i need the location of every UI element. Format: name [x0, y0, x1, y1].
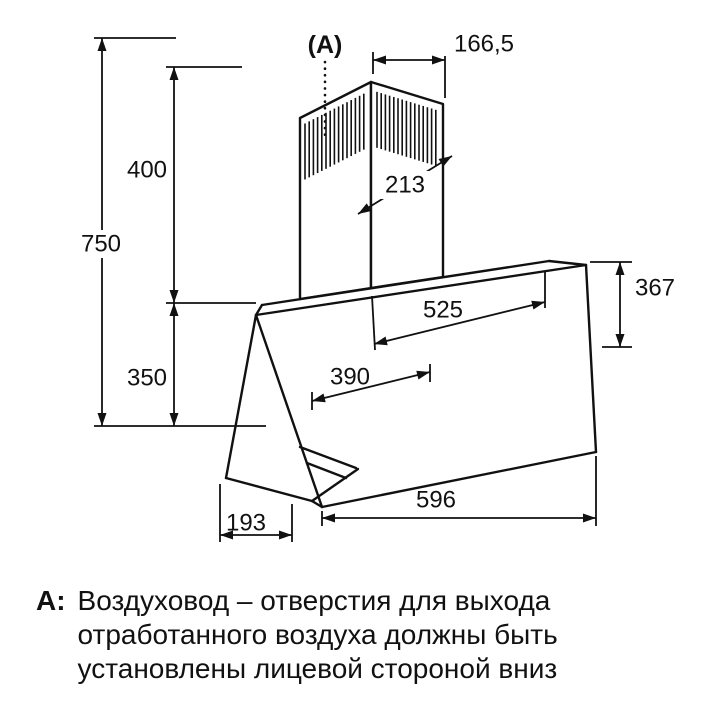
duct-callout: (A) — [308, 31, 343, 142]
note-line-1: Воздуховод – отверстия для выхода — [77, 585, 551, 616]
note-line-3: установлены лицевой стороной вниз — [77, 653, 558, 684]
overall-height-dim-label: 750 — [81, 231, 121, 258]
duct-callout-label: (A) — [308, 31, 343, 59]
chimney-height-dim-label: 400 — [127, 157, 167, 184]
glass-width-dim-label: 596 — [416, 487, 456, 514]
duct-width-dim-label: 213 — [385, 172, 425, 199]
note-text: Воздуховод – отверстия для выхода отрабо… — [78, 584, 558, 686]
body-height-dim-label: 350 — [127, 365, 167, 392]
bottom-depth-dim-label: 193 — [226, 510, 266, 537]
note-prefix: A: — [36, 585, 66, 616]
note-line-2: отработанного воздуха должны быть — [77, 619, 558, 650]
dimension-labels: 750 400 350 166,5 213 525 390 367 596 193 — [75, 31, 675, 537]
glass-height-dim-label: 367 — [635, 275, 675, 302]
hood-top-width-dim-label: 525 — [423, 297, 463, 324]
duct-depth-dim-label: 166,5 — [454, 31, 514, 58]
vent-slot-hatching — [304, 91, 437, 180]
installation-note: A: Воздуховод – отверстия для выхода отр… — [36, 584, 558, 686]
hood-mid-width-dim-label: 390 — [330, 364, 370, 391]
hood-body-outline — [224, 259, 598, 509]
